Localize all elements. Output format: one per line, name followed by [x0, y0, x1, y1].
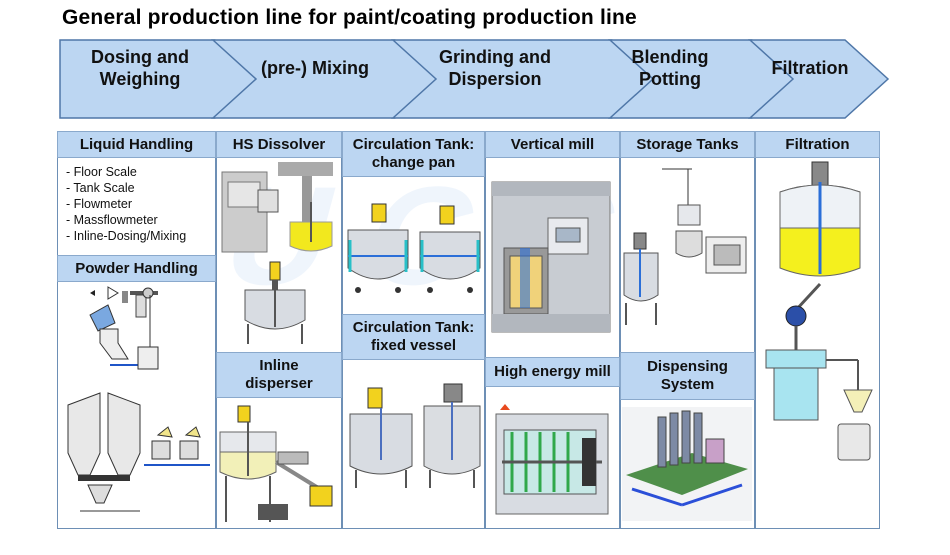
- header-hs-dissolver: HS Dissolver: [216, 131, 342, 158]
- inline-disperser-illustration: [219, 405, 333, 522]
- header-high-energy-mill: High energy mill: [485, 357, 620, 387]
- high-energy-mill-illustration: [495, 404, 609, 515]
- chevron-filtration: [748, 39, 890, 119]
- list-item: Floor Scale: [66, 164, 186, 180]
- vertical-mill-illustration: [491, 181, 611, 333]
- hs-dissolver-illustration: [221, 162, 333, 344]
- header-liquid-handling: Liquid Handling: [57, 131, 216, 158]
- dispensing-system-illustration: [622, 407, 752, 521]
- header-powder-handling: Powder Handling: [57, 255, 216, 282]
- circulation-fixed-vessel-illustration: [349, 383, 481, 488]
- liquid-handling-list: Floor Scale Tank Scale Flowmeter Massflo…: [66, 164, 186, 244]
- list-item: Inline-Dosing/Mixing: [66, 228, 187, 244]
- header-circulation-change-pan: Circulation Tank:change pan: [342, 131, 485, 177]
- header-circulation-fixed-vessel: Circulation Tank:fixed vessel: [342, 314, 485, 360]
- circulation-change-pan-illustration: [347, 203, 481, 293]
- header-storage-tanks: Storage Tanks: [620, 131, 755, 158]
- storage-tanks-illustration: [623, 168, 747, 325]
- step-filtration-label: Filtration: [771, 58, 849, 78]
- filtration-illustration: [765, 161, 873, 461]
- list-item: Flowmeter: [66, 196, 186, 212]
- step-premixing-label: (pre-) Mixing: [261, 58, 369, 78]
- header-vertical-mill: Vertical mill: [485, 131, 620, 158]
- header-filtration: Filtration: [755, 131, 880, 158]
- list-item: Massflowmeter: [66, 212, 186, 228]
- process-arrow-bar: [59, 39, 890, 119]
- page-title: General production line for paint/coatin…: [62, 6, 637, 29]
- powder-handling-illustration: [67, 286, 210, 512]
- list-item: Tank Scale: [66, 180, 186, 196]
